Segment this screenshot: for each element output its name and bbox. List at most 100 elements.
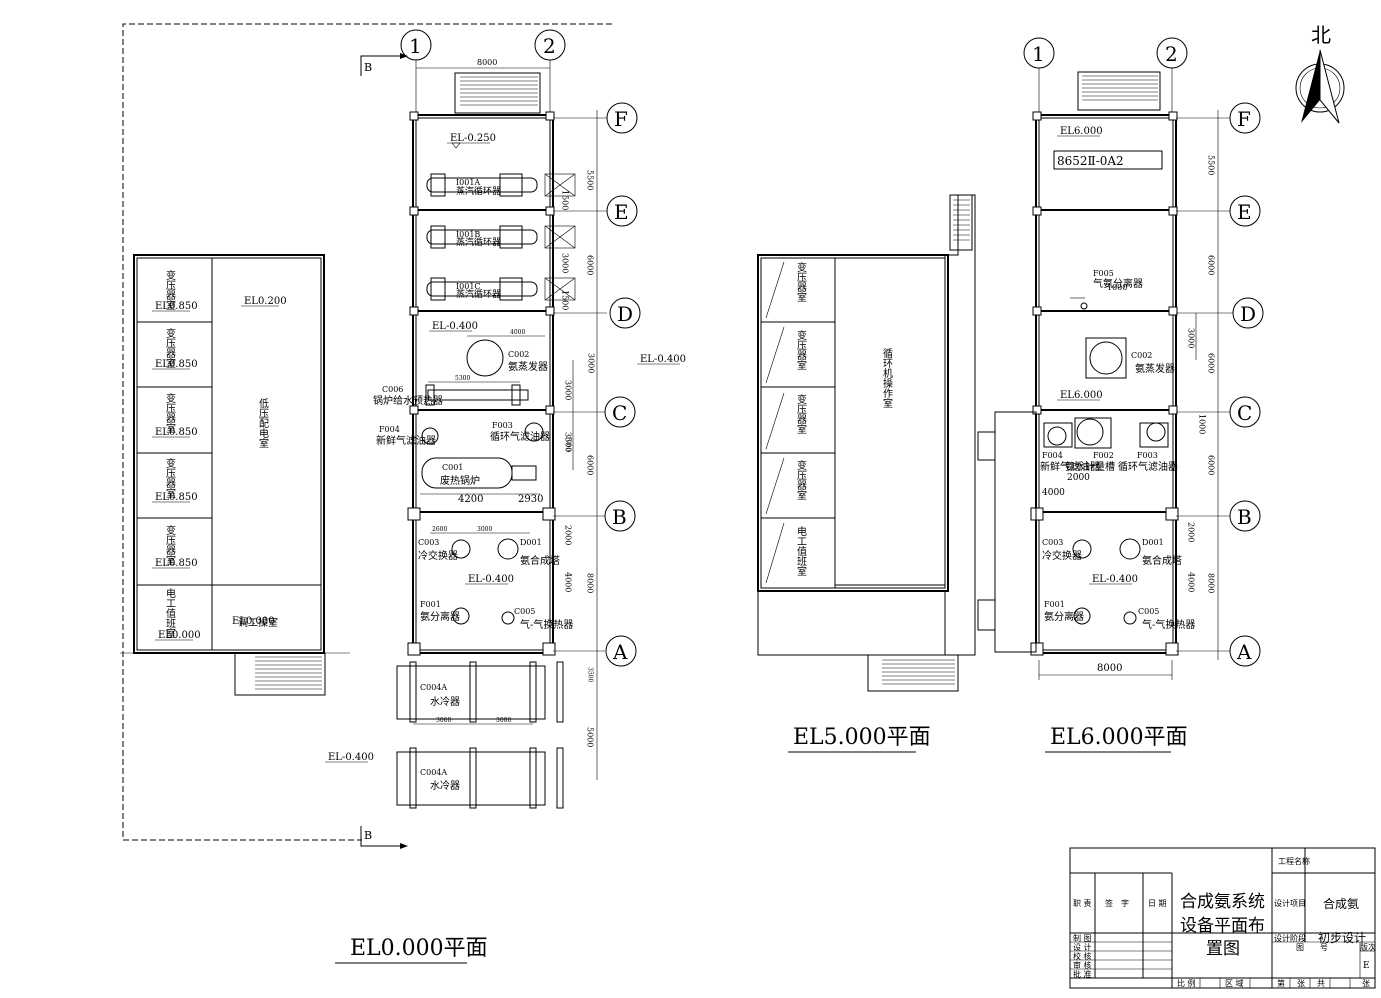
- gas-ammonia-separator-F005: F005 气氨分离器 1000: [1070, 269, 1143, 310]
- project-label: 工程名称: [1278, 856, 1310, 866]
- area-label: 区 域: [1225, 978, 1244, 988]
- recirculator-I001B: I001B 蒸汽循环器: [426, 225, 576, 249]
- dimension-label: 4000: [1042, 488, 1065, 498]
- dimension-label: 1000: [565, 436, 572, 451]
- level-mark: EL-0.400: [432, 321, 478, 332]
- room-label: 变压器室: [164, 524, 176, 565]
- equipment-name: 气氨分离器: [1093, 277, 1143, 290]
- dimension-label: 6000: [1207, 353, 1216, 373]
- drawing-code-box: [1053, 150, 1163, 170]
- equipment-tag: I001A: [456, 178, 480, 187]
- dimension-label: 1000: [1107, 283, 1127, 292]
- axis-bubble-C: C: [612, 401, 627, 425]
- level-mark: EL0.850: [155, 492, 198, 503]
- section-marker: B: [364, 829, 372, 842]
- cooler-C004A-2: C004A 水冷器: [396, 747, 564, 809]
- heat-exchanger-C005: C005 气-气换热器: [501, 607, 573, 631]
- equipment-tag: C005: [1138, 607, 1159, 616]
- separator-F001: F001 氨分离器: [1044, 600, 1091, 625]
- role-review: 审 核: [1073, 960, 1092, 970]
- level-mark: EL0.000: [232, 616, 275, 627]
- equipment-name: 氨蒸发器: [1135, 362, 1175, 375]
- dimension-label: 3000: [477, 526, 492, 533]
- equipment-tag: F003: [492, 421, 513, 430]
- axis-bubble-E: E: [1237, 200, 1252, 224]
- dimension-label: 3000: [561, 253, 570, 273]
- room-label: 变压器室: [164, 392, 176, 433]
- equipment-name: 冷交换器: [418, 549, 458, 562]
- reactor-D001: D001 氨合成塔: [1119, 538, 1182, 567]
- site-boundary: [122, 23, 612, 841]
- dimension-label: 3000: [564, 380, 573, 400]
- north-arrow-icon: 北: [1295, 23, 1345, 124]
- equipment-tag: C005: [514, 607, 535, 616]
- axis-bubble-A: A: [612, 640, 628, 664]
- filter-F003: F003 循环气滤油器: [490, 421, 550, 443]
- dimension-label: 8000: [1207, 573, 1216, 593]
- version-value: E: [1363, 961, 1370, 971]
- boiler-C001: C001 废热锅炉 4200 2930: [420, 457, 543, 505]
- room-label: 变压器室: [164, 457, 176, 498]
- dimension-label: 2000: [1067, 473, 1090, 483]
- equipment-tag: C002: [1131, 351, 1152, 360]
- drawing-title-line2: 设备平面布: [1180, 916, 1265, 936]
- drawing-title-line1: 合成氨系统: [1180, 892, 1265, 912]
- equipment-tag: F001: [1044, 600, 1065, 609]
- level-mark: EL-0.400: [468, 574, 514, 585]
- level-mark: EL0.850: [155, 558, 198, 569]
- equipment-tag: D001: [1142, 538, 1164, 547]
- dimension-label: 4000: [510, 329, 525, 336]
- axis-bubble-F: F: [614, 107, 628, 131]
- equipment-tag: F005: [1093, 269, 1114, 278]
- axis-bubble-2: 2: [543, 34, 556, 58]
- dimension-label: 5500: [586, 170, 595, 190]
- axis-bubble-B: B: [612, 505, 627, 529]
- equipment-tag: C006: [382, 385, 403, 394]
- level-mark: EL0.850: [155, 359, 198, 370]
- stage-label: 设计阶段: [1274, 933, 1306, 943]
- plan-title-el5: EL5.000平面: [793, 725, 931, 750]
- version-label: 版次: [1360, 942, 1376, 952]
- equipment-tag: D001: [520, 538, 542, 547]
- dimension-label: 2600: [432, 526, 447, 533]
- el5-plan: 变压器室 变压器室 变压器室 变压器室 电工值班室 循环机操作室: [757, 194, 976, 692]
- dimension-label: 6000: [586, 255, 595, 275]
- dimension-label: 6000: [1207, 255, 1216, 275]
- drawing-code: 8652Ⅱ-0A2: [1057, 154, 1124, 168]
- equipment-name: 氨合成塔: [1142, 554, 1182, 567]
- equipment-name: 新鲜气滤油器: [376, 434, 436, 447]
- room-label: 电工值班室: [164, 587, 176, 638]
- equipment-name: 水冷器: [430, 779, 460, 792]
- header-duty: 职 责: [1073, 898, 1092, 908]
- axis-bubble-C: C: [1237, 401, 1252, 425]
- equipment-tag: C002: [508, 350, 529, 359]
- cooler-C004A-1: 3000 3000 C004A 水冷器: [396, 661, 564, 725]
- dimension-label: 5000: [586, 727, 595, 747]
- stage-value: 初步设计: [1318, 931, 1366, 945]
- role-draft: 制 图: [1073, 933, 1092, 943]
- sheet-no-label: 第: [1277, 978, 1285, 988]
- role-approve: 批 准: [1073, 969, 1092, 979]
- el0-stair-lower: [255, 656, 322, 690]
- room-label: 变压器室: [795, 261, 807, 302]
- equipment-tag: F004: [379, 425, 400, 434]
- main-room-label: 循环机操作室: [881, 347, 893, 408]
- equipment-tag: C001: [442, 463, 463, 472]
- dimension-label: 6000: [586, 455, 595, 475]
- level-mark: EL6.000: [1060, 126, 1103, 137]
- equipment-tag: F001: [420, 600, 441, 609]
- dimension-label: 1000: [1198, 414, 1207, 434]
- preheater-C006: 5300 C006 锅炉给水预热器: [373, 375, 529, 407]
- dimension-label: 4200: [458, 494, 483, 505]
- dimension-label: 3000: [587, 353, 596, 373]
- axis-bubble-A: A: [1236, 640, 1252, 664]
- recirculator-I001C: I001C 蒸汽循环器: [426, 277, 576, 301]
- equipment-name: 气-气换热器: [520, 618, 573, 631]
- axis-bubble-E: E: [614, 200, 629, 224]
- exchanger-C003: 2600 3000 C003 冷交换器: [418, 526, 530, 562]
- axis-bubble-B: B: [1237, 505, 1252, 529]
- equipment-name: 新鲜气滤油器: [1040, 460, 1100, 473]
- axis-bubble-2: 2: [1165, 42, 1178, 66]
- equipment-name: 氨水计量槽: [1065, 460, 1115, 473]
- room-label: 变压器室: [164, 327, 176, 368]
